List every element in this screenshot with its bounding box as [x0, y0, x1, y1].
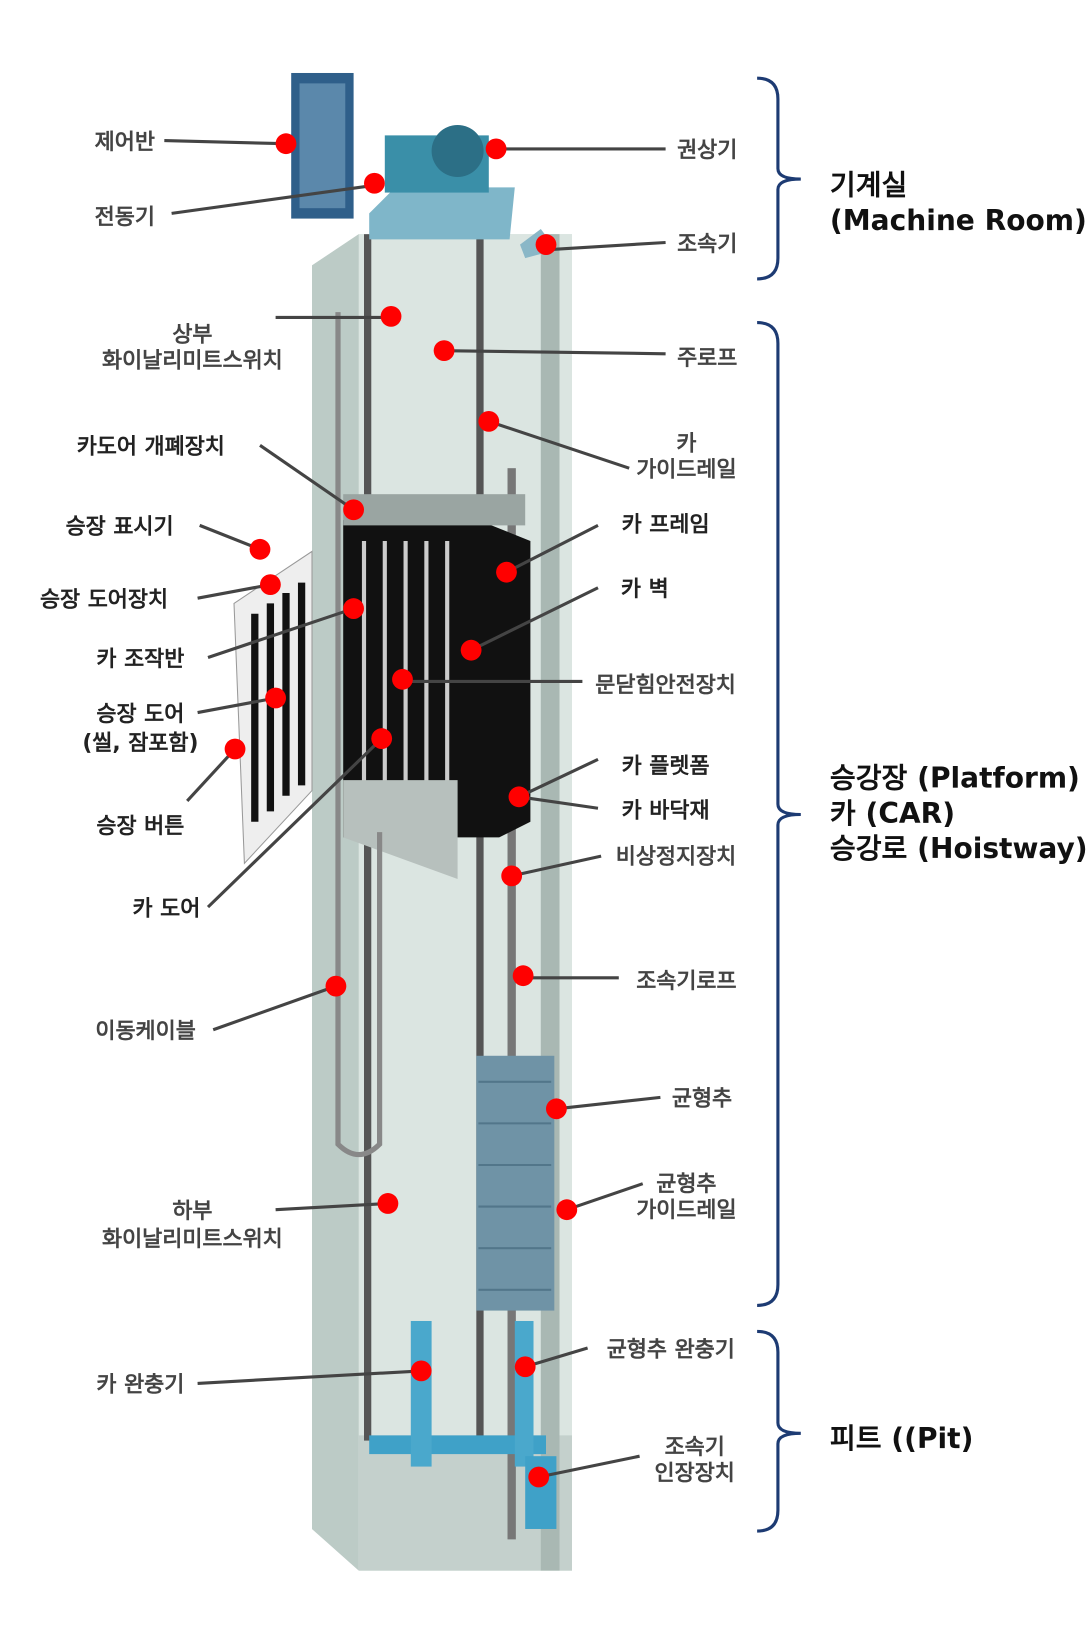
label-counterweight: 균형추: [672, 1087, 732, 1112]
label-car-guide-rail-2: 가이드레일: [636, 458, 736, 483]
marker-dot: [364, 172, 385, 194]
marker-dot: [528, 1466, 550, 1488]
marker-dot: [265, 687, 286, 709]
marker-dot: [343, 598, 364, 619]
label-upper-limit-2: 화이날리미트스위치: [102, 348, 283, 373]
section-platform: 승강장 (Platform): [830, 761, 1080, 794]
label-tension-2: 인장장치: [655, 1461, 735, 1486]
label-cw-buffer: 균형추 완충기: [607, 1337, 735, 1362]
counterweight: [476, 1055, 555, 1311]
marker-dot: [514, 1356, 536, 1378]
label-car-door-operator: 카도어 개폐장치: [77, 435, 225, 460]
label-car-door: 카 도어: [132, 896, 200, 921]
marker-dot: [371, 728, 393, 749]
label-car-platform: 카 플렛폼: [622, 754, 710, 779]
label-hall-door: 승장 도어: [96, 702, 184, 727]
marker-dot: [392, 668, 413, 690]
section-car: 카 (CAR): [830, 797, 955, 830]
marker-dot: [556, 1199, 578, 1221]
label-tension-1: 조속기: [665, 1435, 725, 1460]
marker-dot: [260, 574, 281, 596]
label-traction-machine: 권상기: [677, 138, 737, 163]
marker-dot: [496, 561, 517, 583]
label-hall-door-device: 승장 도어장치: [40, 588, 168, 613]
label-lower-limit-1: 하부: [172, 1199, 212, 1224]
label-hall-door-note: (씰, 잠포함): [82, 731, 198, 756]
label-car-buffer: 카 완충기: [96, 1373, 184, 1398]
label-car-wall: 카 벽: [621, 577, 669, 602]
label-main-rope: 주로프: [677, 346, 737, 371]
leader-lines: [164, 139, 666, 1479]
marker-dot: [433, 340, 455, 362]
label-motor: 전동기: [95, 205, 155, 230]
marker-dot: [377, 1193, 399, 1214]
marker-dot: [325, 975, 347, 997]
label-car-guide-rail-1: 카: [676, 432, 696, 457]
marker-dot: [485, 138, 507, 160]
label-governor-rope: 조속기로프: [636, 969, 736, 994]
marker-dot: [249, 538, 271, 560]
label-lower-limit-2: 화이날리미트스위치: [102, 1227, 283, 1252]
label-car-frame: 카 프레임: [622, 513, 710, 538]
label-travel-cable: 이동케이블: [95, 1019, 195, 1044]
marker-dot: [546, 1098, 567, 1120]
marker-dot: [380, 305, 402, 327]
label-cw-guide-rail-1: 균형추: [656, 1172, 716, 1197]
label-upper-limit-1: 상부: [172, 322, 212, 347]
marker-dot: [343, 499, 364, 521]
marker-dot: [224, 738, 246, 760]
marker-dot: [478, 410, 500, 432]
section-machine-room: 기계실: [830, 169, 907, 202]
marker-dot: [508, 786, 530, 808]
section-machine-room-en: (Machine Room): [830, 204, 1087, 237]
label-car-floor: 카 바닥재: [622, 799, 710, 824]
marker-dot: [275, 133, 297, 155]
label-car-operating-panel: 카 조작반: [96, 647, 184, 672]
label-control-panel: 제어반: [95, 130, 155, 155]
hoistway-illustration: [233, 72, 572, 1571]
marker-dot: [410, 1360, 432, 1382]
section-hoistway: 승강로 (Hoistway): [830, 832, 1088, 865]
section-brackets: [757, 76, 801, 1533]
label-governor: 조속기: [677, 232, 737, 257]
marker-dot: [535, 234, 557, 255]
marker-dot: [460, 639, 482, 661]
marker-dot: [501, 865, 523, 887]
label-door-safety: 문닫힘안전장치: [595, 673, 736, 698]
label-hall-indicator: 승장 표시기: [66, 515, 174, 540]
car: [343, 520, 531, 838]
part-markers: [224, 133, 578, 1488]
section-pit: 피트 ((Pit): [830, 1422, 973, 1455]
label-safety-gear: 비상정지장치: [616, 844, 737, 869]
label-hall-button: 승장 버튼: [96, 814, 184, 839]
marker-dot: [512, 965, 534, 987]
label-cw-guide-rail-2: 가이드레일: [636, 1198, 736, 1223]
